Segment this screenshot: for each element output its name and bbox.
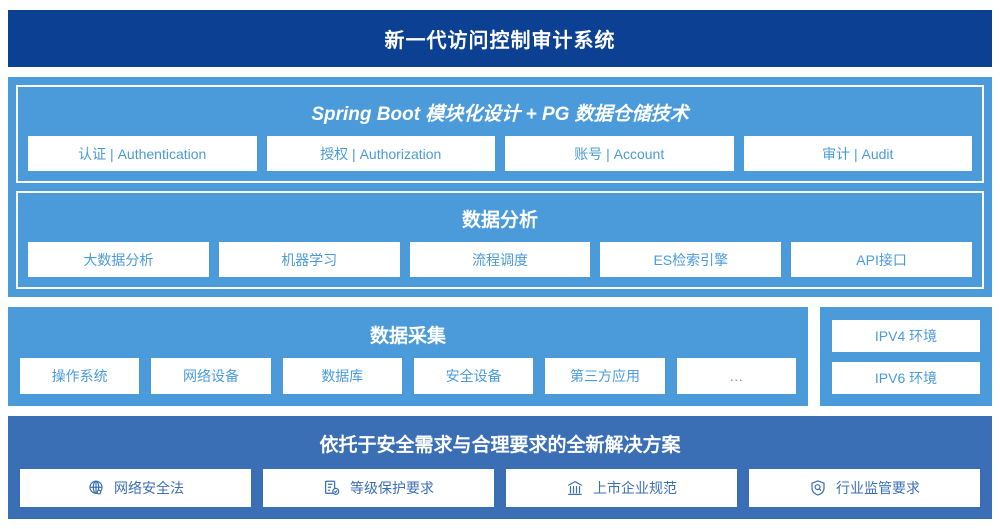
solution-title: 依托于安全需求与合理要求的全新解决方案 (319, 435, 681, 456)
solution-item-cybersecurity-law[interactable]: 网络安全法 (20, 469, 251, 507)
collection-chip-row: 操作系统 网络设备 数据库 安全设备 第三方应用 … (20, 358, 796, 394)
shield-search-icon (809, 479, 827, 497)
collection-item-more[interactable]: … (676, 358, 796, 394)
collection-item-network-device[interactable]: 网络设备 (151, 358, 271, 394)
environments-panel: IPV4 环境 IPV6 环境 (820, 307, 992, 406)
platform-stack-panel: Spring Boot 模块化设计 + PG 数据仓储技术 认证 | Authe… (8, 77, 992, 297)
platform-item-audit[interactable]: 审计 | Audit (743, 136, 972, 171)
analysis-item-es-search-engine[interactable]: ES检索引擎 (600, 242, 782, 277)
collection-title: 数据采集 (369, 326, 446, 347)
collection-item-security-device[interactable]: 安全设备 (413, 358, 534, 394)
solution-item-label: 等级保护要求 (350, 480, 434, 496)
solution-item-listed-company-standards[interactable]: 上市企业规范 (506, 469, 737, 507)
solution-item-label: 上市企业规范 (593, 480, 677, 496)
page-title: 新一代访问控制审计系统 (384, 30, 616, 52)
collection-panel: 数据采集 操作系统 网络设备 数据库 安全设备 第三方应用 … (8, 307, 808, 406)
analysis-item-api[interactable]: API接口 (791, 242, 972, 277)
globe-icon (87, 479, 105, 497)
analysis-item-bigdata[interactable]: 大数据分析 (28, 242, 209, 277)
platform-item-authorization[interactable]: 授权 | Authorization (266, 136, 495, 171)
platform-item-account[interactable]: 账号 | Account (505, 136, 734, 171)
solution-item-label: 网络安全法 (114, 480, 184, 496)
collection-item-database[interactable]: 数据库 (282, 358, 402, 394)
platform-title: Spring Boot 模块化设计 + PG 数据仓储技术 (311, 104, 689, 125)
solution-panel: 依托于安全需求与合理要求的全新解决方案 网络安全法 (8, 416, 992, 519)
collection-item-operating-system[interactable]: 操作系统 (20, 358, 140, 394)
environment-item-ipv4[interactable]: IPV4 环境 (832, 319, 980, 352)
page-header: 新一代访问控制审计系统 (8, 10, 992, 67)
collection-row: 数据采集 操作系统 网络设备 数据库 安全设备 第三方应用 … IPV4 环境 … (8, 307, 992, 406)
collection-item-third-party-app[interactable]: 第三方应用 (545, 358, 665, 394)
environment-item-ipv6[interactable]: IPV6 环境 (832, 361, 980, 394)
solution-item-classified-protection[interactable]: 等级保护要求 (263, 469, 494, 507)
analysis-title: 数据分析 (461, 210, 538, 231)
document-check-icon (323, 479, 341, 497)
analysis-item-machine-learning[interactable]: 机器学习 (218, 242, 400, 277)
solution-chip-row: 网络安全法 等级保护要求 (20, 469, 980, 507)
bank-icon (566, 479, 584, 497)
analysis-panel: 数据分析 大数据分析 机器学习 流程调度 ES检索引擎 API接口 (16, 191, 984, 289)
platform-item-authentication[interactable]: 认证 | Authentication (28, 136, 257, 171)
solution-item-industry-regulation[interactable]: 行业监管要求 (749, 469, 980, 507)
analysis-chip-row: 大数据分析 机器学习 流程调度 ES检索引擎 API接口 (28, 242, 972, 277)
platform-panel: Spring Boot 模块化设计 + PG 数据仓储技术 认证 | Authe… (16, 85, 984, 183)
platform-chip-row: 认证 | Authentication 授权 | Authorization 账… (28, 136, 972, 171)
analysis-item-process-scheduling[interactable]: 流程调度 (409, 242, 591, 277)
solution-item-label: 行业监管要求 (836, 480, 920, 496)
